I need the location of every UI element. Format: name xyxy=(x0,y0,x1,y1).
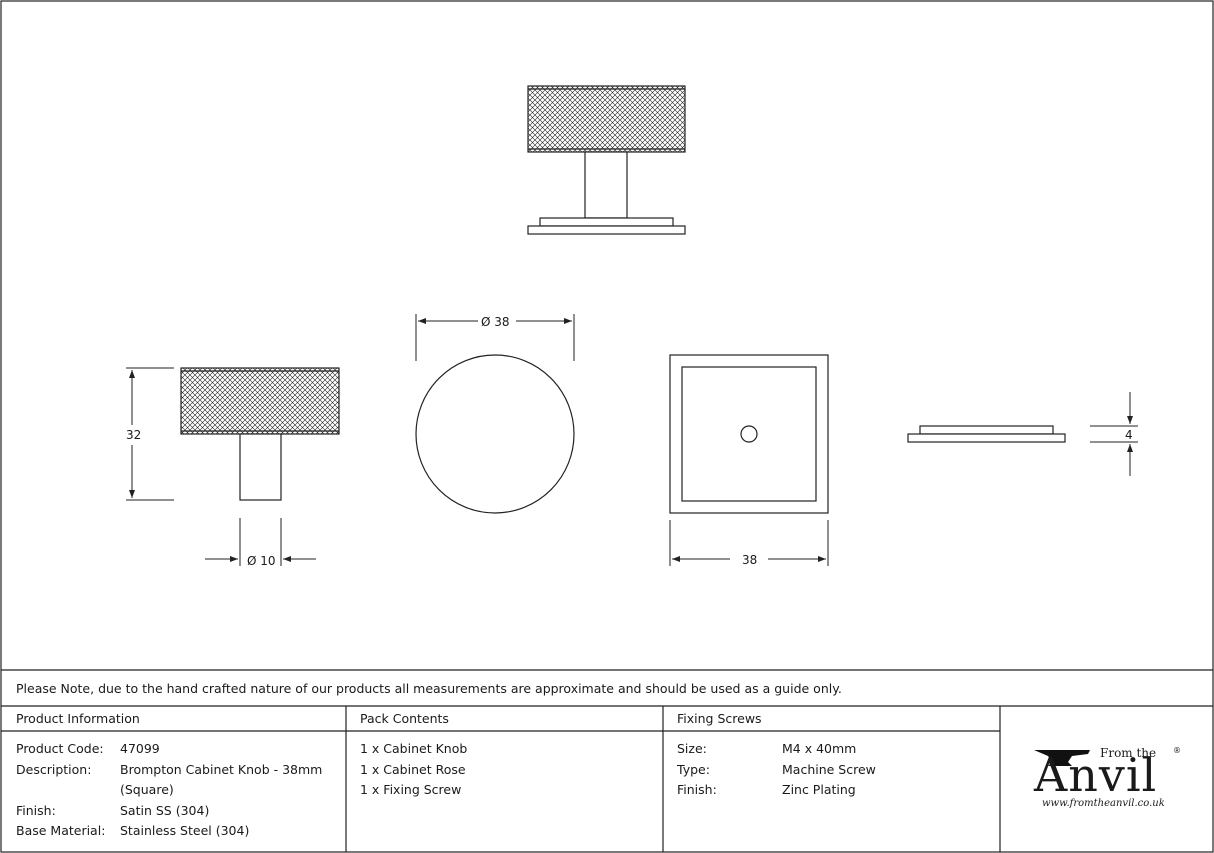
knob-plan-view xyxy=(415,354,575,514)
screw-finish-label: Finish: xyxy=(677,782,717,797)
logo-from-the: From the xyxy=(1100,746,1157,760)
product-info-header: Product Information xyxy=(16,711,140,726)
description-label: Description: xyxy=(16,762,92,777)
finish-value: Satin SS (304) xyxy=(120,803,210,818)
pack-item-rose: 1 x Cabinet Rose xyxy=(360,762,466,777)
logo-brand: Anvil xyxy=(1034,748,1158,802)
dimension-diameter xyxy=(415,314,575,361)
dimension-spindle xyxy=(205,518,316,566)
description-value: Brompton Cabinet Knob - 38mm xyxy=(120,762,323,777)
screw-size-value: M4 x 40mm xyxy=(782,741,857,756)
brand-logo: From the ® Anvil www.fromtheanvil.co.uk xyxy=(1030,742,1190,818)
product-code-value: 47099 xyxy=(120,741,160,756)
dimension-spindle-label: Ø 10 xyxy=(247,554,276,568)
screw-type-label: Type: xyxy=(677,762,710,777)
screw-size-label: Size: xyxy=(677,741,707,756)
product-code-label: Product Code: xyxy=(16,741,104,756)
rose-plan-view xyxy=(669,354,829,514)
dimension-rose-thickness-label: 4 xyxy=(1125,428,1133,442)
pack-contents-header: Pack Contents xyxy=(360,711,449,726)
dimension-rose-width xyxy=(669,520,829,566)
base-material-label: Base Material: xyxy=(16,823,106,838)
pack-item-screw: 1 x Fixing Screw xyxy=(360,782,462,797)
description-value-cont: (Square) xyxy=(120,782,174,797)
dimension-diameter-label: Ø 38 xyxy=(481,315,510,329)
logo-registered: ® xyxy=(1173,746,1181,755)
dimension-rose-thickness xyxy=(1090,392,1138,476)
screw-finish-value: Zinc Plating xyxy=(782,782,856,797)
dimension-height xyxy=(126,367,174,501)
base-material-value: Stainless Steel (304) xyxy=(120,823,250,838)
fixing-screws-header: Fixing Screws xyxy=(677,711,762,726)
knob-front-elevation xyxy=(527,85,686,235)
pack-item-knob: 1 x Cabinet Knob xyxy=(360,741,468,756)
measurement-note: Please Note, due to the hand crafted nat… xyxy=(16,681,842,696)
logo-website: www.fromtheanvil.co.uk xyxy=(1042,798,1165,809)
finish-label: Finish: xyxy=(16,803,56,818)
screw-type-value: Machine Screw xyxy=(782,762,876,777)
dimension-height-label: 32 xyxy=(126,428,141,442)
dimension-rose-width-label: 38 xyxy=(742,553,757,567)
anvil-icon xyxy=(1034,750,1090,766)
knob-side-elevation xyxy=(180,367,340,501)
rose-side-elevation xyxy=(907,425,1066,443)
